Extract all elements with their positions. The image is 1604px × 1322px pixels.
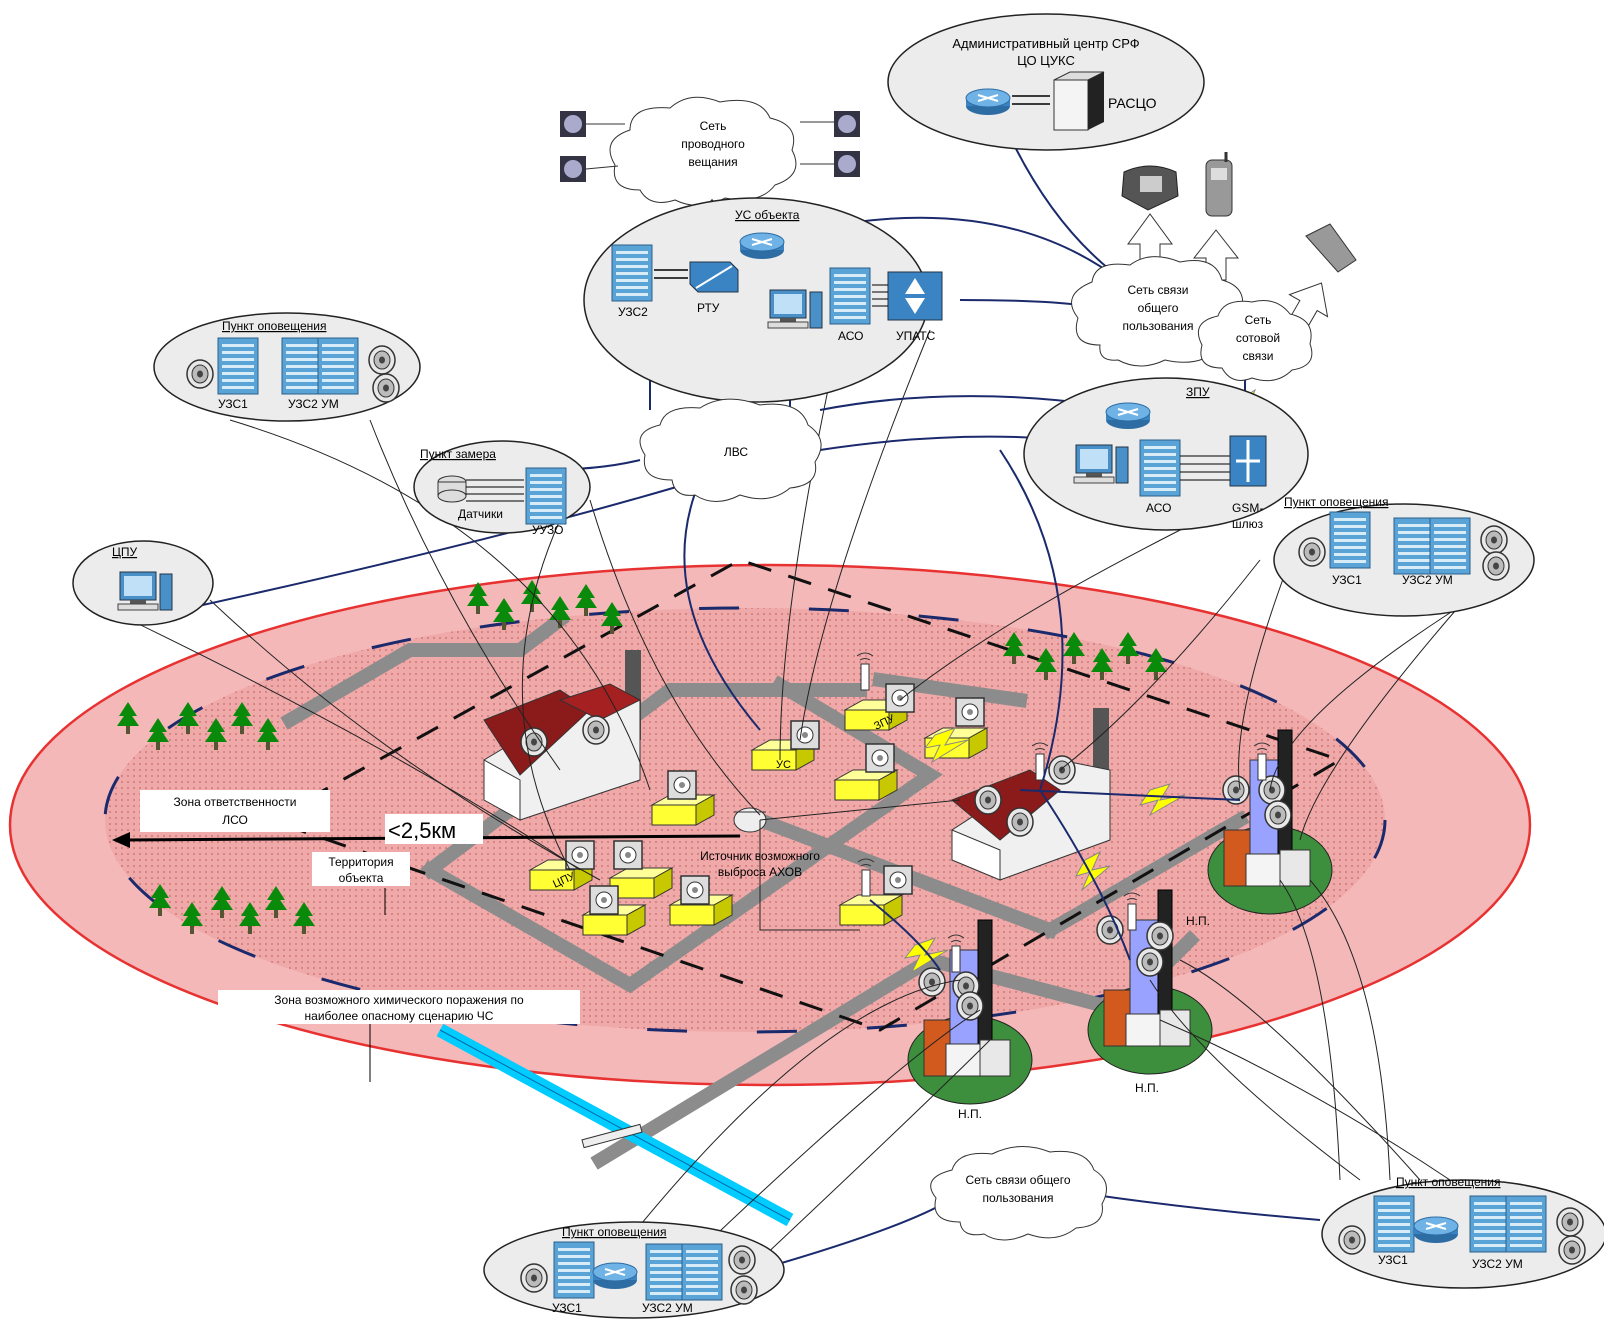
bridge bbox=[581, 1123, 643, 1149]
factory-building-left bbox=[483, 650, 642, 821]
cpu-title: ЦПУ bbox=[112, 545, 138, 559]
uzs2-um-label: УЗС2 УМ bbox=[642, 1301, 693, 1315]
phone-icons bbox=[1121, 152, 1357, 329]
territory-l1: Территория bbox=[328, 855, 393, 869]
zone-responsibility-l2: ЛСО bbox=[222, 813, 248, 827]
cellular-l2: сотовой bbox=[1236, 331, 1280, 345]
wired-broadcast-l2: проводного bbox=[681, 137, 745, 151]
rasco-label: РАСЦО bbox=[1108, 95, 1157, 111]
measure-point-title: Пункт замера bbox=[420, 447, 496, 461]
admin-center-bubble bbox=[887, 13, 1205, 151]
public-net-l1: Сеть связи bbox=[1128, 283, 1189, 297]
public-net-bottom-l1: Сеть связи общего bbox=[965, 1173, 1070, 1187]
uzs2-um-label: УЗС2 УМ bbox=[1472, 1257, 1523, 1271]
aso-label: АСО bbox=[838, 329, 863, 343]
sensors-label: Датчики bbox=[458, 507, 503, 521]
source-l1: Источник возможного bbox=[700, 849, 820, 863]
wired-broadcast-l1: Сеть bbox=[700, 119, 727, 133]
public-net-l2: общего bbox=[1138, 301, 1179, 315]
uzs1-label: УЗС1 bbox=[1378, 1253, 1408, 1267]
zpu-node: ЗПУ АСО GSM- шлюз bbox=[1023, 377, 1309, 531]
gsm-gateway-icon bbox=[1229, 435, 1267, 487]
uzs1-label: УЗС1 bbox=[552, 1301, 582, 1315]
settlement-label-2: Н.П. bbox=[958, 1107, 982, 1121]
uuzo-label: УУЗО bbox=[532, 523, 563, 537]
measure-point: Пункт замера Датчики УУЗО bbox=[413, 440, 591, 537]
server-icon bbox=[1053, 71, 1105, 131]
warning-point-title: Пункт оповещения bbox=[1284, 495, 1388, 509]
factory-building-right bbox=[951, 708, 1111, 881]
admin-center-subtitle: ЦО ЦУКС bbox=[1017, 53, 1075, 68]
warning-point-right: Пункт оповещения УЗС1 УЗС2 УМ bbox=[1273, 495, 1535, 617]
chem-zone-l2: наиболее опасному сценарию ЧС bbox=[305, 1009, 494, 1023]
cellular-l1: Сеть bbox=[1245, 313, 1272, 327]
facility-territory-boundary bbox=[266, 558, 1344, 1032]
public-net-l3: пользования bbox=[1123, 319, 1194, 333]
lan-cloud: ЛВС bbox=[639, 398, 822, 502]
rtu-label: РТУ bbox=[697, 301, 720, 315]
aso-rack-icon bbox=[829, 267, 871, 325]
gsm-l2: шлюз bbox=[1232, 517, 1264, 531]
territory-l2: объекта bbox=[339, 871, 384, 885]
warning-point-title: Пункт оповещения bbox=[562, 1225, 666, 1239]
public-network-cloud-bottom: Сеть связи общего пользования bbox=[930, 1146, 1107, 1241]
wired-broadcast-l3: вещания bbox=[688, 155, 737, 169]
lan-label: ЛВС bbox=[724, 445, 748, 459]
zone-label-box bbox=[140, 790, 330, 832]
rtu-icon bbox=[689, 261, 739, 293]
distance-label: <2,5км bbox=[388, 818, 456, 843]
uzs1-label: УЗС1 bbox=[1332, 573, 1362, 587]
warning-point-top-left: Пункт оповещения УЗС1 УЗС2 УМ bbox=[153, 312, 421, 422]
settlement-label-1: Н.П. bbox=[1186, 914, 1210, 928]
facility-uc-title: УС объекта bbox=[735, 208, 800, 222]
cpu-node: ЦПУ bbox=[72, 540, 214, 626]
upats-label: УПАТС bbox=[896, 329, 936, 343]
uzs2-um-label: УЗС2 УМ bbox=[288, 397, 339, 411]
gsm-l1: GSM- bbox=[1232, 501, 1263, 515]
uzs2-um-label: УЗС2 УМ bbox=[1402, 573, 1453, 587]
uzs1-label: УЗС1 bbox=[218, 397, 248, 411]
cellular-network-cloud: Сеть сотовой связи bbox=[1198, 300, 1313, 382]
cellular-l3: связи bbox=[1243, 349, 1274, 363]
chem-zone-l1: Зона возможного химического поражения по bbox=[274, 993, 524, 1007]
wall-speaker-icons bbox=[560, 111, 860, 182]
uzs2-rack-icon bbox=[611, 244, 653, 302]
warning-point-bottom-right: Пункт оповещения УЗС1 УЗС2 УМ bbox=[1321, 1175, 1604, 1289]
zpu-aso-label: АСО bbox=[1146, 501, 1171, 515]
sensor-icon bbox=[437, 475, 467, 503]
facility-router-icon bbox=[739, 232, 785, 260]
site-control-points: УС ЗПУ ЦПУ bbox=[529, 652, 988, 936]
settlement-label-3: Н.П. bbox=[1135, 1081, 1159, 1095]
warning-point-title: Пункт оповещения bbox=[1396, 1175, 1500, 1189]
warning-point-title: Пункт оповещения bbox=[222, 319, 326, 333]
uzs2-label: УЗС2 bbox=[618, 305, 648, 319]
zone-responsibility-l1: Зона ответственности bbox=[174, 795, 297, 809]
zpu-title: ЗПУ bbox=[1186, 385, 1210, 399]
svg-text:УС: УС bbox=[776, 759, 791, 771]
admin-center-title: Административный центр СРФ bbox=[952, 36, 1139, 51]
facility-pc-icon bbox=[767, 289, 823, 329]
admin-router-icon bbox=[965, 88, 1011, 116]
public-net-bottom-l2: пользования bbox=[983, 1191, 1054, 1205]
hazard-source-tank bbox=[733, 807, 767, 833]
source-l2: выброса АХОВ bbox=[718, 865, 802, 879]
wired-broadcast-cloud: Сеть проводного вещания bbox=[609, 96, 797, 206]
upats-icon bbox=[887, 271, 943, 321]
warning-point-bottom: Пункт оповещения УЗС1 УЗС2 УМ bbox=[483, 1221, 785, 1319]
